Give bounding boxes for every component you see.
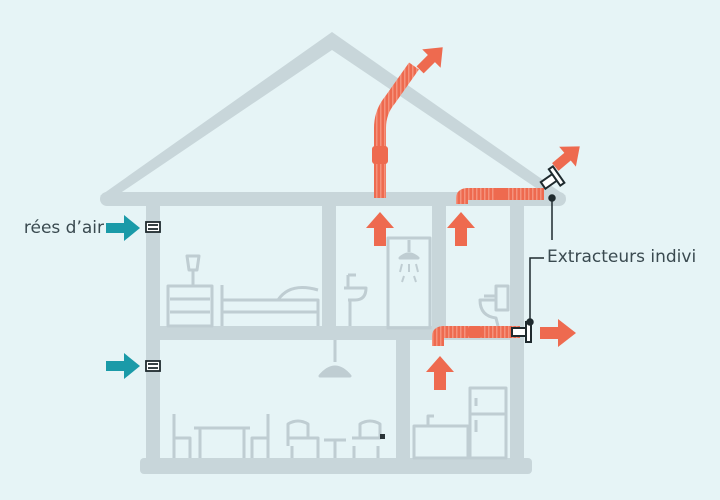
wc-duct xyxy=(456,188,544,204)
ground-floor xyxy=(140,458,532,474)
nightstand-icon xyxy=(166,284,214,328)
bathroom-duct-connector xyxy=(372,146,388,164)
lamp-icon xyxy=(185,254,201,272)
pendant-lamp-icon xyxy=(318,365,352,378)
sink-icon xyxy=(344,273,368,302)
wc-duct-connector xyxy=(494,188,508,200)
roof xyxy=(100,32,566,196)
kitchen-counter-icon xyxy=(412,424,470,460)
air-inlet-lower-icon xyxy=(145,360,161,372)
kitchen-duct xyxy=(432,326,520,346)
armchair-icon xyxy=(286,419,320,458)
roof-out-arrow-icon xyxy=(416,47,443,74)
bathroom-duct xyxy=(374,62,419,198)
lower-extractor-out-arrow-icon xyxy=(540,319,576,347)
upper-wall-1 xyxy=(322,200,336,332)
kitchen-faucet-icon xyxy=(426,414,434,426)
inlet-arrows xyxy=(106,215,140,379)
bathroom-up-arrow-icon xyxy=(366,212,394,246)
callout-lines xyxy=(526,194,556,326)
shower-cabin-icon xyxy=(386,236,432,330)
bathroom-furniture xyxy=(344,236,432,330)
chair-right-icon xyxy=(250,414,270,458)
attic-floor xyxy=(100,192,566,206)
air-inlets xyxy=(145,221,161,372)
upper-extractor-out-arrow-icon xyxy=(552,146,580,171)
small-marker xyxy=(380,434,385,439)
chair-left-icon xyxy=(172,414,192,458)
toilet-icon xyxy=(478,294,500,327)
shower-head-icon xyxy=(398,252,420,260)
kitchen-furniture xyxy=(412,386,508,460)
armchair-2-icon xyxy=(352,419,382,458)
toilet-tank-icon xyxy=(494,284,510,312)
extractors xyxy=(511,164,566,343)
fridge-icon xyxy=(468,386,508,460)
kitchen-up-arrow-icon xyxy=(426,356,454,390)
air-inlet-upper-icon xyxy=(145,221,161,233)
wc-up-arrow-icon xyxy=(447,212,475,246)
lower-wall xyxy=(396,334,410,472)
house-structure xyxy=(100,32,566,474)
bed-icon xyxy=(220,285,320,326)
upper-wall-2 xyxy=(432,200,446,332)
airflow-arrows xyxy=(366,47,580,390)
extractors-label: Extracteurs indivi xyxy=(547,247,697,267)
ducts xyxy=(372,62,544,346)
dining-furniture xyxy=(172,340,382,458)
kitchen-duct-connector xyxy=(468,326,482,338)
inlet-arrow-upper-icon xyxy=(106,215,140,241)
air-inlets-label: rées d’air xyxy=(23,218,104,238)
extractor-upper-icon xyxy=(539,164,566,191)
wc-furniture xyxy=(478,284,510,327)
inlet-arrow-lower-icon xyxy=(106,353,140,379)
bedroom-furniture xyxy=(166,254,320,328)
